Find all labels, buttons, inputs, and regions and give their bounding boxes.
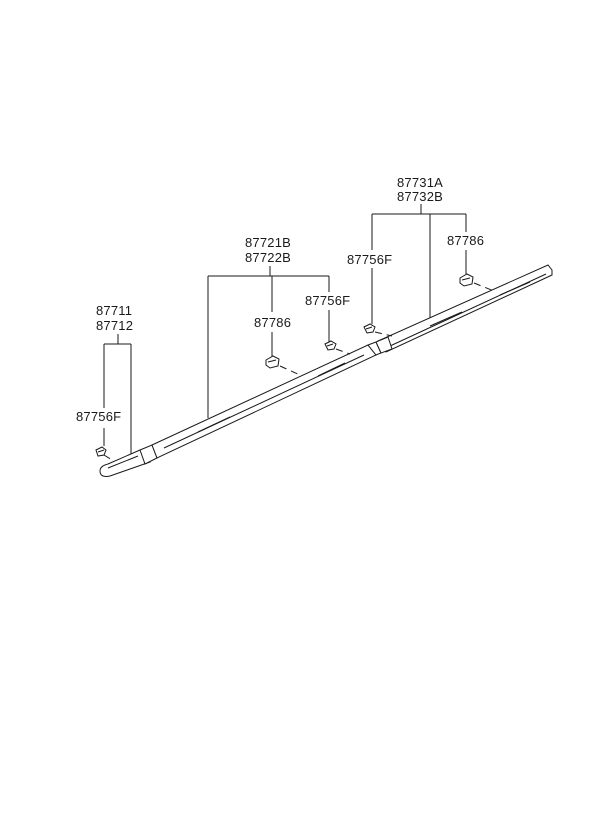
center-clip-code: 87756F [305, 293, 351, 308]
leader-lines [103, 204, 467, 462]
rear-clip-part [363, 323, 393, 337]
front-clip-code: 87756F [76, 409, 122, 424]
center-moulding [151, 341, 382, 459]
front-moulding [99, 444, 158, 477]
center-retainer-part [265, 355, 301, 376]
center-retainer-code: 87786 [254, 315, 292, 330]
front-moulding-code-1: 87711 [96, 303, 133, 318]
rear-retainer-part [459, 273, 495, 292]
center-moulding-code-2: 87722B [245, 250, 292, 265]
center-clip-part [324, 340, 351, 355]
rear-retainer-code: 87786 [447, 233, 485, 248]
rear-moulding-code-2: 87732B [397, 189, 444, 204]
rear-clip-code: 87756F [347, 252, 393, 267]
rear-moulding-code-1: 87731A [397, 175, 444, 190]
front-moulding-code-2: 87712 [96, 318, 134, 333]
center-moulding-code-1: 87721B [245, 235, 292, 250]
rear-moulding [375, 264, 553, 354]
front-clip-part [95, 446, 113, 461]
